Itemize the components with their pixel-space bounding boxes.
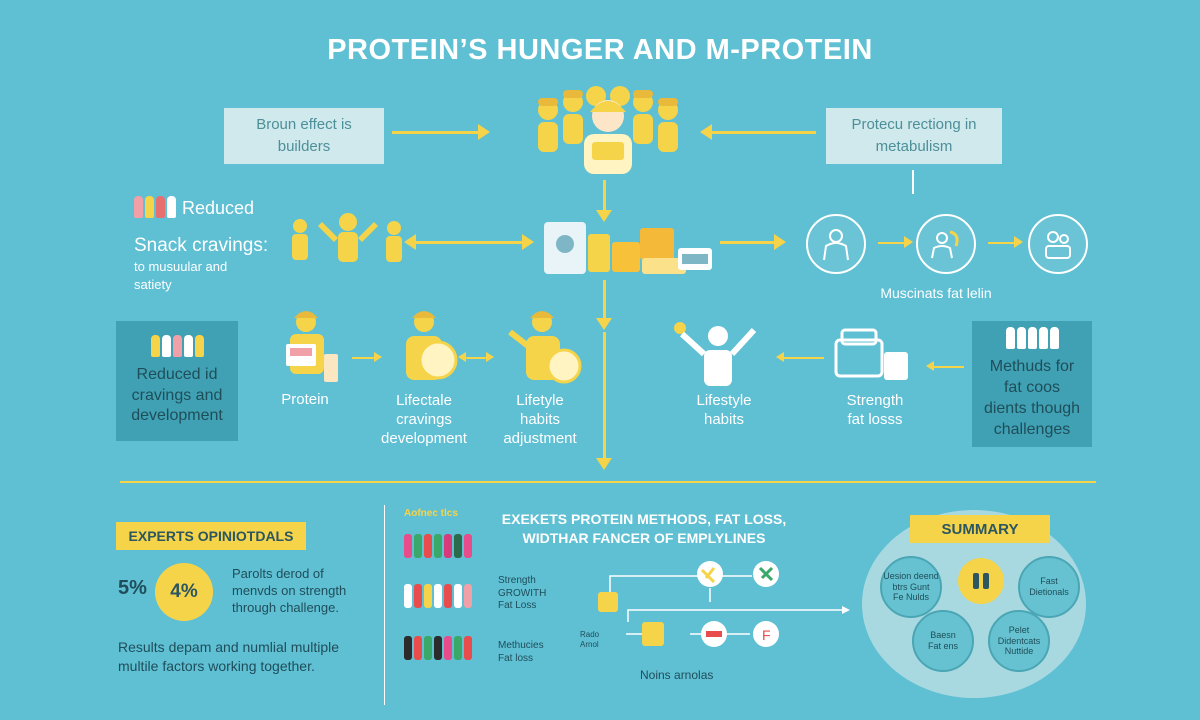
arrow-head-right [904, 236, 913, 248]
arrow-head-left [776, 352, 784, 362]
arrow-line [603, 180, 606, 212]
flow-foot-label: Noins arnolas [640, 668, 714, 682]
summary-node: Fast Dietionals [1018, 556, 1080, 618]
people-icon [1028, 214, 1088, 274]
arrow-line [712, 131, 816, 134]
summary-badge: SUMMARY [910, 515, 1050, 543]
flow-chart: F [580, 556, 850, 660]
machine-icon [832, 324, 912, 386]
column-divider [384, 505, 385, 705]
arrow-line [603, 332, 606, 460]
snack-sub-label: to musuular and satiety [134, 259, 228, 292]
strength-growth-label: Strength GROWITH Fat Loss [498, 575, 547, 611]
people-icon [150, 334, 204, 357]
people-icon [282, 212, 412, 268]
arrow-line [784, 357, 824, 359]
people-icon [1005, 327, 1059, 350]
metabolism-box: Protecu rectiong in metabulism [826, 108, 1002, 164]
person-icon [806, 214, 866, 274]
experts-badge: EXPERTS OPINIOTDALS [116, 522, 306, 550]
arrow-line [352, 357, 376, 359]
protein-label: Protein [281, 391, 329, 408]
arrow-line [603, 280, 606, 320]
arrow-line [934, 366, 964, 368]
arrow-line [414, 241, 524, 244]
arrow-line [392, 131, 480, 134]
reduced-cravings-label: Reduced id cravings and development [131, 365, 223, 425]
food-icon [540, 214, 716, 278]
reduced-label: Reduced [182, 198, 255, 218]
people-icon [134, 196, 176, 218]
arrow-head-right [486, 352, 494, 362]
section-divider [120, 481, 1096, 483]
arrow-line [720, 241, 776, 244]
reduced-cravings-box: Reduced id cravings and development [116, 321, 238, 441]
lifestyle-person-icon [668, 318, 768, 390]
page-title: PROTEIN’S HUNGER AND M-PROTEIN [327, 34, 873, 66]
arrow-head-down [596, 458, 612, 470]
methods-box: Methuds for fat coos dients though chall… [972, 321, 1092, 447]
arrow-head-left [404, 234, 416, 250]
svg-text:F: F [762, 627, 771, 643]
arrow-head-down [596, 210, 612, 222]
strength-icon [916, 214, 976, 274]
arrow-head-right [774, 234, 786, 250]
summary-node: Baesn Fat ens [912, 610, 974, 672]
arrow-head-right [1014, 236, 1023, 248]
methods-fat-loss-label: Methucies Fat loss [498, 640, 544, 664]
stat-five-percent: 5% [118, 577, 147, 599]
muscle-fat-label: Muscinats fat lelin [880, 285, 992, 301]
protein-icon [276, 306, 346, 386]
axis-label: Rado Arnol [580, 630, 600, 649]
builders-box: Broun effect is builders [224, 108, 384, 164]
lifestyle-habits-label: Lifestyle habits [696, 392, 752, 429]
arrow-head-left [926, 361, 934, 371]
methods-heading: EXEKETS PROTEIN METHODS, FAT LOSS, WIDTH… [501, 511, 787, 546]
strength-fat-loss-label: Strength fat losss [846, 392, 904, 429]
arrow-head-right [522, 234, 534, 250]
person-icon [500, 306, 590, 388]
lifestyle-habits-adjustment-label: Lifetyle habits adjustment [503, 392, 577, 448]
arrow-head-left [700, 124, 712, 140]
arrow-head-right [374, 352, 382, 362]
person-icon [386, 306, 466, 388]
arrow-line [912, 170, 914, 194]
summary-node: Uesion deend btrs Gunt Fe Nulds [880, 556, 942, 618]
arrow-head-left [458, 352, 466, 362]
arrow-head-down [596, 318, 612, 330]
arrow-head-right [478, 124, 490, 140]
summary-node: Pelet Didentcats Nuttide [988, 610, 1050, 672]
results-text: Results depam and numlial multiple multi… [118, 639, 339, 674]
snack-label: Snack cravings: [134, 235, 269, 256]
stat-description: Parolts derod of menvds on strength thro… [232, 566, 347, 615]
stat-four-percent: 4% [155, 563, 213, 621]
people-groups-icon [404, 528, 474, 668]
arrow-line [988, 242, 1016, 244]
lifestyle-cravings-label: Lifectale cravings development [381, 392, 467, 448]
workers-icon [518, 78, 698, 178]
summary-people-icon [958, 558, 1004, 604]
methods-label: Methuds for fat coos dients though chall… [983, 358, 1081, 438]
arrow-line [878, 242, 906, 244]
column-title: Aofnec tlcs [404, 508, 458, 519]
arrow-line [466, 357, 488, 359]
